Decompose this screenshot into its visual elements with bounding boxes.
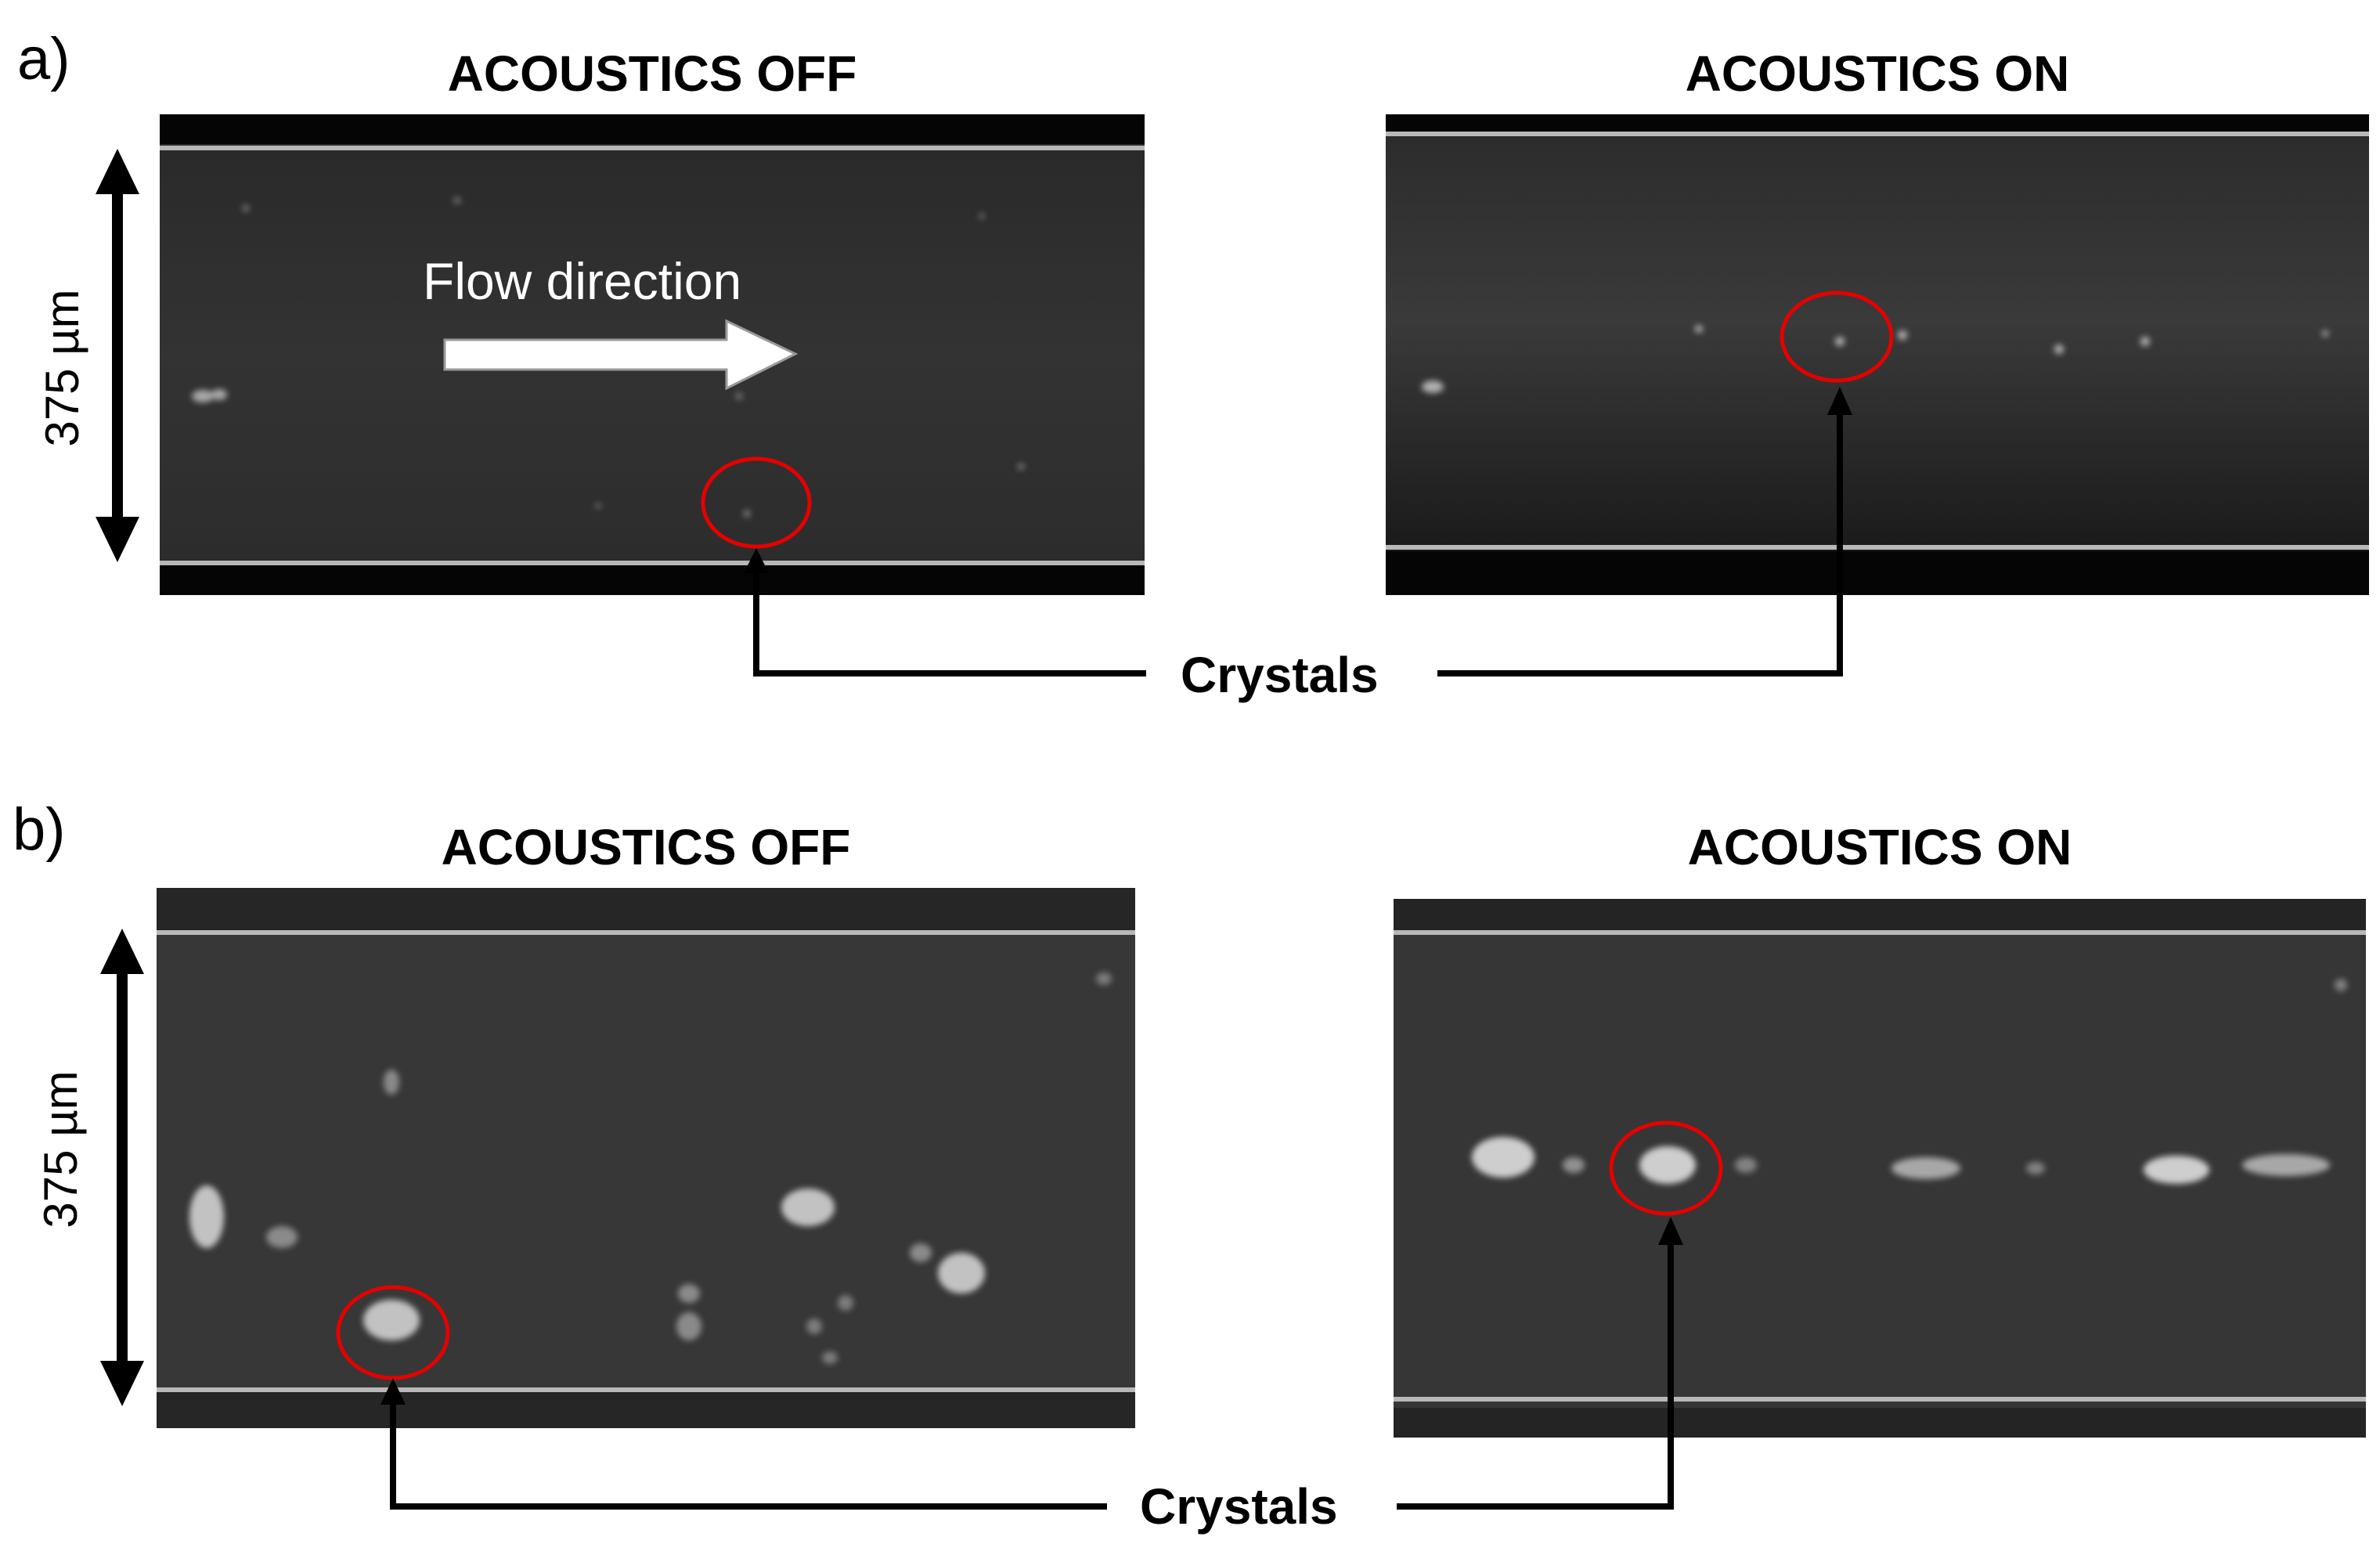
panel-a-label: a) [17,26,70,92]
crystal-highlight-circle [1609,1120,1723,1216]
panel-b-crystals-label: Crystals [1140,1478,1338,1535]
channel-wall-top [1386,132,2369,136]
channel-wall-top [1394,930,2366,935]
leader-arrowhead [380,1378,406,1405]
crystal-highlight-circle [1780,290,1894,383]
panel-a-scale-bar [96,149,139,562]
channel-wall-top [157,930,1135,935]
panel-b-off-image [157,888,1135,1428]
panel-b-on-image [1394,899,2366,1438]
channel-wall-bottom [1386,545,2369,550]
panel-b-on-title: ACOUSTICS ON [1687,819,2072,875]
panel-a-off-title: ACOUSTICS OFF [447,45,857,102]
flow-direction-arrow [443,319,799,391]
leader-arrowhead [1827,387,1852,415]
flow-direction-label: Flow direction [423,252,742,310]
crystal-highlight-circle [336,1285,450,1380]
channel-wall-bottom [157,1387,1135,1392]
crystal-highlight-circle [701,456,812,549]
leader-arrowhead [1658,1217,1683,1245]
panel-b-leader-lines [390,1237,1674,1510]
panel-b-label: b) [13,796,66,863]
channel-wall-bottom [160,561,1145,565]
panel-b-off-title: ACOUSTICS OFF [441,819,851,875]
panel-a-on-image [1386,114,2369,595]
panel-a-on-title: ACOUSTICS ON [1685,45,2070,102]
channel-wall-bottom [1394,1397,2366,1402]
leader-arrowhead [744,548,769,573]
panel-a-crystals-label: Crystals [1181,647,1379,703]
panel-a-leader-lines [753,407,1843,676]
panel-a-off-image [160,114,1145,595]
panel-b-scale-bar [100,929,144,1406]
channel-wall-top [160,146,1145,150]
